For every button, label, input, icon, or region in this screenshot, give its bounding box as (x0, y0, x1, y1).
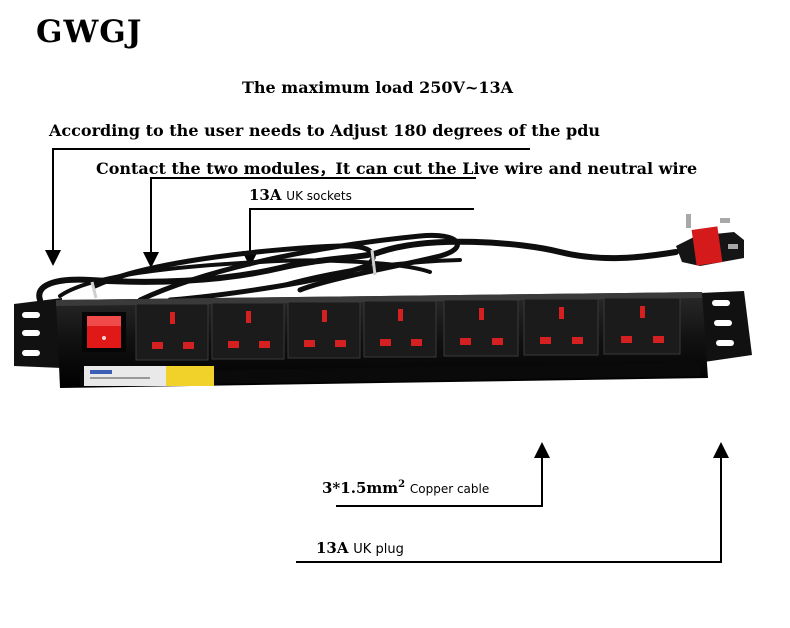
cable-ties (90, 249, 377, 299)
cable-spec: 3*1.5mm (322, 479, 399, 497)
modules-annotation: Contact the two modules，It can cut the L… (96, 159, 698, 178)
left-rack-ear (14, 298, 62, 368)
plug-rating: 13A (316, 539, 349, 557)
right-rack-ear (700, 291, 752, 362)
modules-pointer (143, 177, 476, 268)
plug-annotation: 13A UK plug (316, 539, 404, 557)
cable-annotation: 3*1.5mm2 Copper cable (322, 479, 489, 497)
product-label (84, 366, 214, 386)
cable-pointer (336, 442, 550, 507)
socket-7 (603, 297, 681, 355)
power-switch (82, 312, 126, 352)
socket-1 (135, 303, 209, 361)
uk-plug (676, 214, 744, 266)
cable-label: Copper cable (409, 482, 490, 496)
brand-logo: GWGJ (36, 14, 143, 50)
uk-sockets (135, 297, 681, 361)
socket-6 (523, 298, 599, 356)
socket-5 (443, 299, 519, 357)
plug-pointer (296, 442, 729, 563)
adjust-annotation: According to the user needs to Adjust 18… (49, 121, 601, 140)
socket-4 (363, 300, 437, 358)
adjust-pointer (45, 148, 530, 266)
socket-2 (211, 302, 285, 360)
power-cable (36, 232, 679, 303)
sockets-rating: 13A (249, 186, 282, 204)
socket-3 (287, 301, 361, 359)
sockets-label: UK sockets (286, 189, 352, 203)
sockets-annotation: 13A UK sockets (249, 186, 352, 204)
cable-spec-superscript: 2 (398, 479, 406, 490)
max-load-label: The maximum load 250V~13A (242, 78, 514, 97)
sockets-pointer (242, 208, 474, 267)
plug-label: UK plug (353, 542, 404, 557)
